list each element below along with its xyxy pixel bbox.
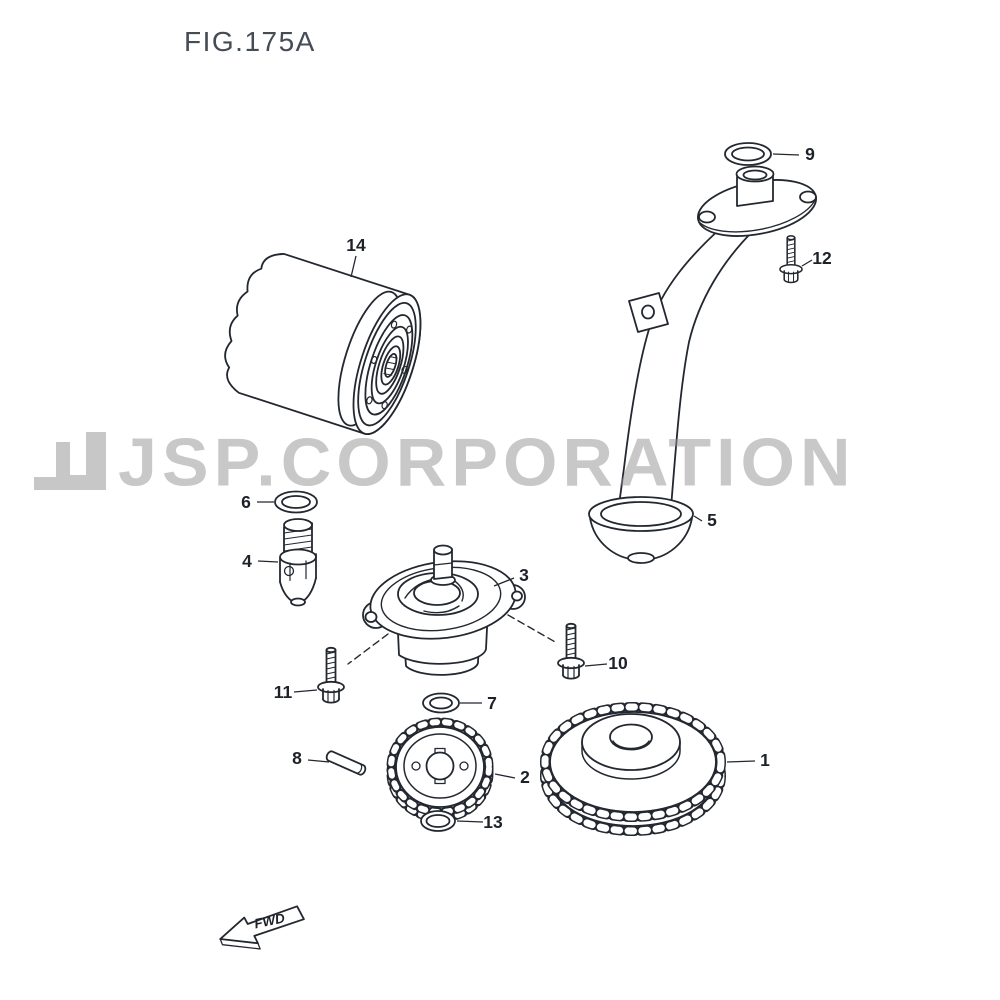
leader-8 xyxy=(307,759,330,763)
callout-8: 8 xyxy=(292,748,302,768)
fwd-arrow-icon xyxy=(219,905,305,945)
callout-10: 10 xyxy=(608,653,628,673)
leader-3 xyxy=(493,577,515,587)
part-6-washer xyxy=(274,490,318,514)
part-2-driven-gear xyxy=(386,717,494,823)
callout-13: 13 xyxy=(483,812,503,832)
leader-13 xyxy=(456,820,484,823)
callout-1: 1 xyxy=(760,750,770,770)
callout-4: 4 xyxy=(242,551,252,571)
leader-5 xyxy=(693,515,703,522)
part-1-drive-gear xyxy=(540,702,726,836)
callout-14: 14 xyxy=(346,235,366,255)
part-12-bolt xyxy=(779,235,803,284)
callout-12: 12 xyxy=(812,248,832,268)
callout-5: 5 xyxy=(707,510,717,530)
callouts: 1 2 3 4 5 6 7 8 9 10 11 12 13 14 xyxy=(241,144,832,832)
assembly-dashed-lines xyxy=(347,614,558,665)
part-5-oil-strainer-tube xyxy=(588,165,818,564)
part-3-oil-pump xyxy=(362,544,526,676)
leader-14 xyxy=(350,255,357,278)
fwd-indicator: FWD xyxy=(219,905,305,950)
callout-9: 9 xyxy=(805,144,815,164)
callout-3: 3 xyxy=(519,565,529,585)
callout-6: 6 xyxy=(241,492,251,512)
callout-11: 11 xyxy=(274,682,293,702)
part-11-bolt xyxy=(317,646,345,704)
part-14-oil-filter xyxy=(224,253,422,435)
part-4-valve-fitting xyxy=(279,518,317,607)
leader-4 xyxy=(257,560,279,563)
callout-2: 2 xyxy=(520,767,530,787)
leader-9 xyxy=(772,153,800,156)
part-7-washer xyxy=(422,692,460,714)
part-9-oring xyxy=(724,142,772,166)
part-10-bolt xyxy=(557,622,585,680)
leader-lines xyxy=(257,153,813,823)
leader-11 xyxy=(293,689,318,693)
leader-12 xyxy=(801,259,813,267)
part-13-oring xyxy=(420,810,456,832)
callout-7: 7 xyxy=(487,693,497,713)
leader-2 xyxy=(494,773,516,779)
leader-10 xyxy=(584,663,608,667)
fwd-label: FWD xyxy=(253,910,286,931)
figure-title: FIG.175A xyxy=(184,26,316,57)
leader-1 xyxy=(726,760,756,763)
part-8-pin xyxy=(325,750,367,776)
